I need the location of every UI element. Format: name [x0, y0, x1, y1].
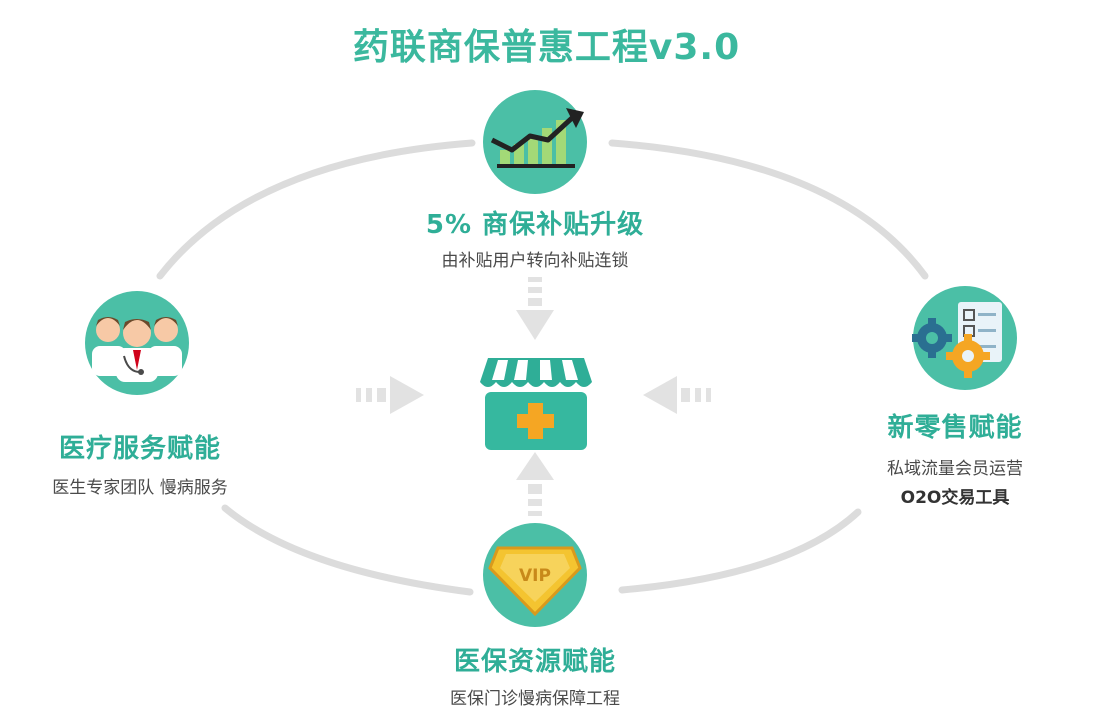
node-top-label: 5% 商保补贴升级 — [425, 210, 645, 240]
node-right-sub-2: O2O交易工具 — [900, 488, 1010, 508]
vip-badge-icon — [483, 523, 587, 627]
doctors-team-icon — [85, 291, 189, 395]
node-right-label: 新零售赋能 — [887, 413, 1023, 443]
gears-checklist-icon — [912, 286, 1017, 390]
ring-arcs — [156, 139, 929, 596]
arrow-from-right — [643, 376, 711, 414]
ring-arc-bottom-right — [618, 508, 862, 594]
growth-chart-icon — [483, 90, 587, 194]
node-left-label: 医疗服务赋能 — [58, 434, 221, 464]
ring-arc-top-left — [156, 139, 476, 280]
arrow-from-top — [516, 277, 554, 340]
node-right-sub-1: 私域流量会员运营 — [887, 459, 1023, 479]
ring-arc-bottom-left — [221, 504, 474, 596]
page-title: 药联商保普惠工程v3.0 — [352, 27, 741, 68]
node-bottom-label: 医保资源赋能 — [453, 647, 616, 677]
vip-badge-text: VIP — [519, 566, 551, 586]
node-top-sub: 由补贴用户转向补贴连锁 — [441, 251, 629, 271]
arrow-from-bottom — [516, 452, 554, 516]
node-bottom-sub: 医保门诊慢病保障工程 — [450, 689, 620, 709]
pharmacy-store-icon — [480, 358, 592, 450]
node-left-sub: 医生专家团队 慢病服务 — [52, 478, 228, 498]
arrow-from-left — [356, 376, 424, 414]
ring-arc-top-right — [608, 139, 929, 280]
